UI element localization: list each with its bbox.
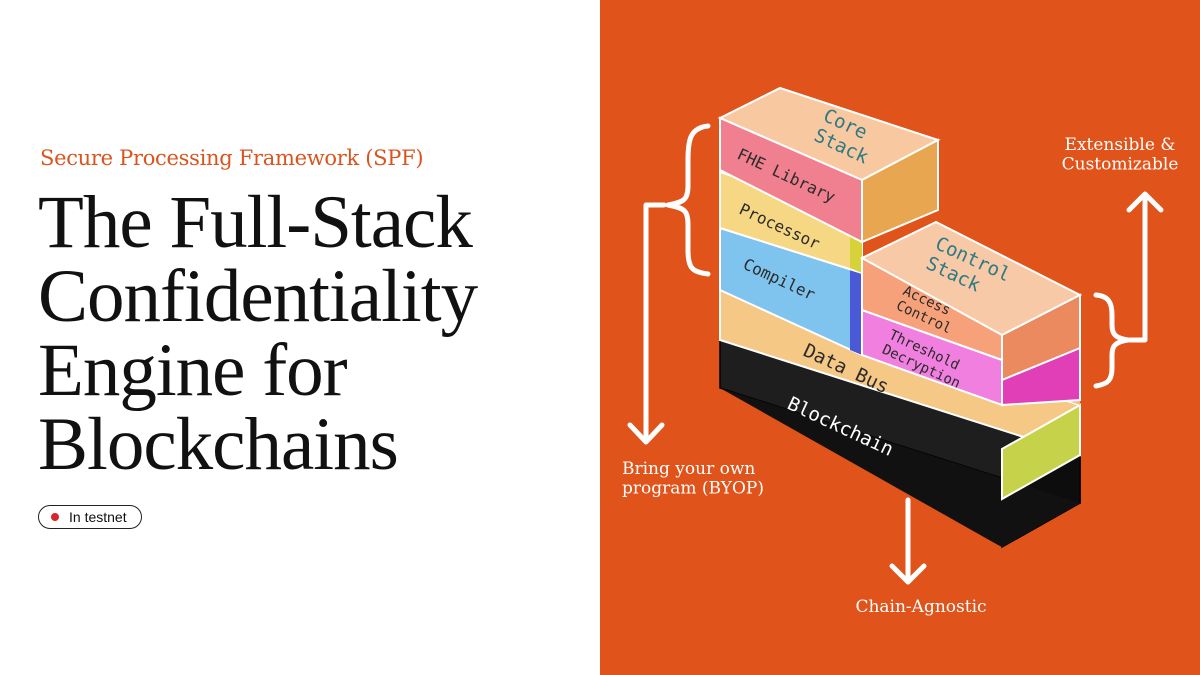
extensible-text: Extensible & xyxy=(1065,135,1176,155)
extensible-text-line: Customizable xyxy=(1062,155,1179,175)
control-stack-block xyxy=(859,220,1083,382)
byop-text: Bring your own xyxy=(622,459,755,479)
right-brace-icon xyxy=(1093,292,1131,389)
byop-arrow-icon xyxy=(643,202,667,443)
headline-line: The Full-Stack xyxy=(38,181,473,264)
diagram-panel: CoreStack FHE Library Processor Compiler… xyxy=(600,0,1200,675)
headline-line: Engine for xyxy=(38,329,348,412)
status-dot-icon xyxy=(51,513,59,521)
status-badge-label: In testnet xyxy=(69,509,127,525)
headline-line: Blockchains xyxy=(38,403,399,486)
status-badge: In testnet xyxy=(38,505,142,529)
core-stack-block xyxy=(717,86,941,244)
extensible-arrow-icon xyxy=(1127,193,1148,343)
eyebrow-text: Secure Processing Framework (SPF) xyxy=(40,146,424,170)
left-brace-icon xyxy=(665,123,711,277)
headline: The Full-Stack Confidentiality Engine fo… xyxy=(38,181,598,486)
chain-agnostic-annotation: Chain-Agnostic xyxy=(855,597,986,617)
headline-line: Confidentiality xyxy=(38,255,478,338)
extensible-annotation: Extensible &Customizable xyxy=(1062,135,1179,175)
left-panel: Secure Processing Framework (SPF) The Fu… xyxy=(38,146,598,529)
byop-text-line: program (BYOP) xyxy=(622,479,764,499)
stack-diagram: CoreStack FHE Library Processor Compiler… xyxy=(622,86,1179,617)
